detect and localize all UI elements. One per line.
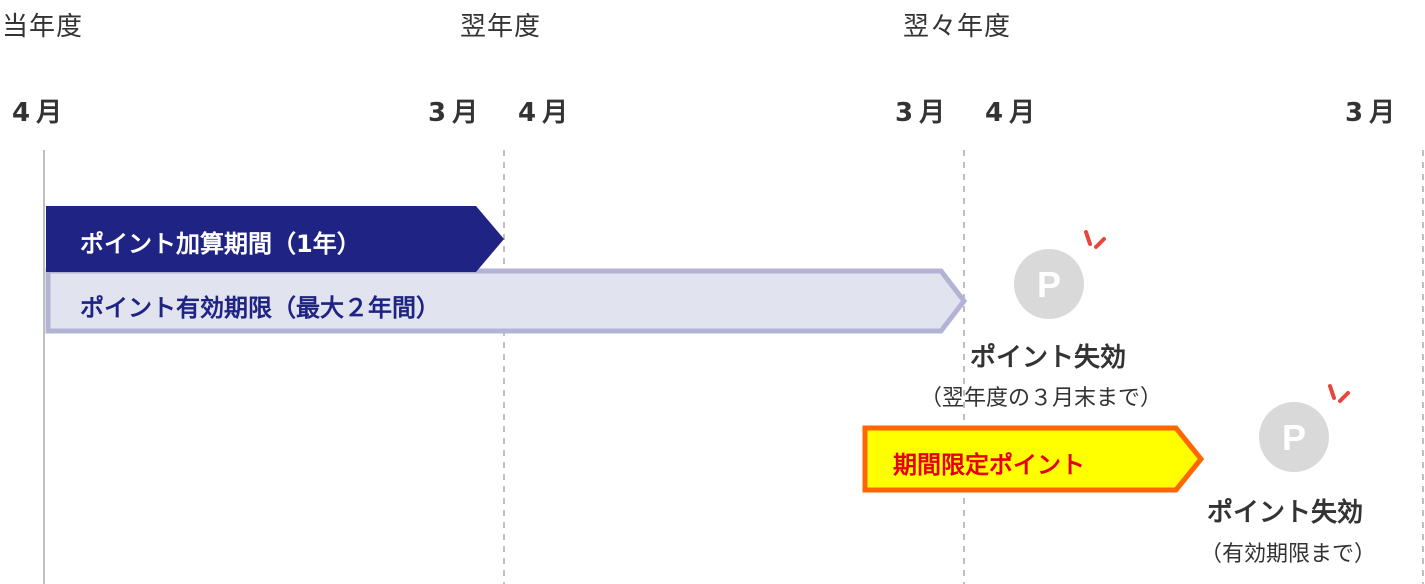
month-label-end-2: 3月	[895, 98, 952, 128]
month-label-end-1: 3月	[428, 98, 485, 128]
limited-point-bar	[862, 425, 1205, 493]
accrual-period-label: ポイント加算期間（1年）	[80, 230, 361, 258]
month-label-start-1: 4月	[12, 98, 69, 128]
validity-period-bar	[45, 268, 968, 334]
point-coin-letter: P	[1037, 264, 1061, 305]
expire-title-1: ポイント失効	[970, 343, 1127, 373]
expire-title-2: ポイント失効	[1207, 498, 1364, 528]
limited-point-label: 期間限定ポイント	[893, 451, 1085, 479]
year-label-after-next: 翌々年度	[903, 12, 1012, 42]
validity-period-label: ポイント有効期限（最大２年間）	[80, 294, 440, 322]
year-label-current: 当年度	[2, 12, 84, 42]
point-coin-icon: P	[1259, 384, 1350, 472]
month-label-end-3: 3月	[1345, 98, 1402, 128]
year-label-next: 翌年度	[460, 12, 542, 42]
expire-note-1: （翌年度の３月末まで）	[920, 386, 1163, 411]
accrual-period-bar	[46, 206, 504, 272]
month-label-start-3: 4月	[985, 98, 1042, 128]
point-coin-icon: P	[1014, 230, 1106, 319]
month-label-start-2: 4月	[518, 98, 575, 128]
expire-note-2: （有効期限まで）	[1200, 542, 1377, 567]
point-coin-letter: P	[1282, 417, 1306, 458]
